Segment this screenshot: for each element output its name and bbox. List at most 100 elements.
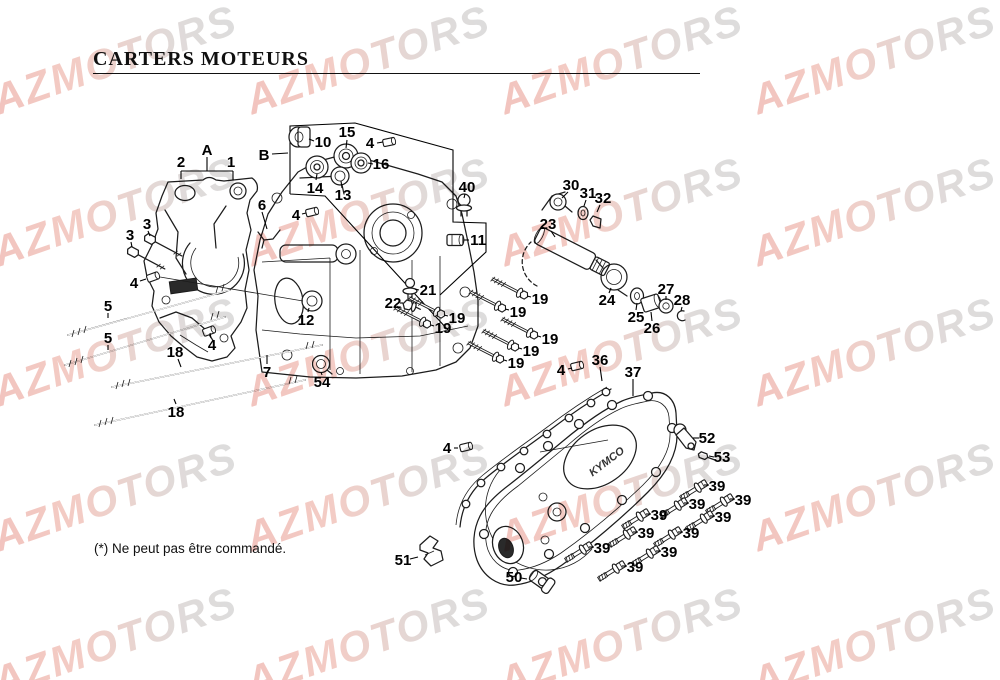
callout-leader-line bbox=[504, 308, 510, 311]
part-number-label: 32 bbox=[595, 190, 612, 207]
part-number-label: 39 bbox=[594, 540, 611, 557]
callout-leader-line bbox=[550, 230, 556, 238]
callout-leader-line bbox=[680, 306, 683, 312]
part-number-label: 19 bbox=[435, 320, 452, 337]
part-number-label: 19 bbox=[532, 291, 549, 308]
callout-leader-line bbox=[520, 577, 528, 580]
part-number-label: 6 bbox=[258, 197, 266, 214]
part-number-label: 27 bbox=[658, 281, 675, 298]
callout-leader-line bbox=[139, 278, 147, 282]
callout-leader-line bbox=[130, 241, 133, 248]
callout-leader-line bbox=[561, 191, 569, 199]
callout-leader-line bbox=[340, 180, 343, 189]
part-number-label: 13 bbox=[335, 187, 352, 204]
part-number-label: 23 bbox=[540, 216, 557, 233]
left-crankcase-drawing bbox=[143, 176, 259, 362]
part-number-label: 22 bbox=[385, 295, 402, 312]
callout-leader-line bbox=[376, 141, 384, 144]
callout-leader-line bbox=[271, 152, 289, 155]
callout-leader-line bbox=[608, 287, 612, 294]
callout-leader-line bbox=[635, 302, 638, 311]
right-crankcase-drawing bbox=[253, 155, 479, 379]
part-number-label: 10 bbox=[315, 134, 332, 151]
callout-leader-line bbox=[147, 230, 151, 237]
part-number-label: 31 bbox=[580, 185, 597, 202]
part-number-label: 39 bbox=[651, 507, 668, 524]
part-number-label: 39 bbox=[638, 525, 655, 542]
callout-leader-line bbox=[345, 139, 348, 149]
part-number-label: 19 bbox=[449, 310, 466, 327]
callout-leader-line bbox=[301, 212, 307, 215]
callout-leader-line bbox=[503, 359, 508, 362]
part-number-label: 39 bbox=[735, 492, 752, 509]
part-number-label: 1 bbox=[227, 154, 235, 171]
part-number-label: 11 bbox=[470, 232, 486, 249]
part-number-label: 39 bbox=[627, 559, 644, 576]
part-number-label: 5 bbox=[104, 298, 112, 315]
callout-leader-line bbox=[307, 307, 310, 313]
callout-leader-line bbox=[463, 193, 466, 199]
part-number-label: 18 bbox=[167, 344, 184, 361]
part-number-label: 4 bbox=[557, 362, 566, 379]
part-number-label: B bbox=[259, 147, 270, 164]
callout-leader-line bbox=[409, 556, 419, 560]
part-number-label: 7 bbox=[263, 364, 271, 381]
part-number-label: 39 bbox=[689, 496, 706, 513]
part-number-label: 24 bbox=[599, 292, 616, 309]
part-number-label: 52 bbox=[699, 430, 716, 447]
part-number-label: 50 bbox=[506, 569, 523, 586]
callout-leader-line bbox=[209, 332, 212, 339]
part-number-label: 51 bbox=[395, 552, 412, 569]
title-underline bbox=[93, 73, 700, 74]
callout-leader-line bbox=[518, 347, 523, 350]
callout-leader-line bbox=[173, 398, 177, 405]
bearing-group-drawing bbox=[288, 126, 397, 186]
part-number-label: 19 bbox=[542, 331, 559, 348]
part-number-label: 28 bbox=[674, 292, 691, 309]
part-number-label: 14 bbox=[307, 180, 324, 197]
transmission-cover-drawing: KYMCO bbox=[473, 390, 678, 586]
callout-leader-line bbox=[599, 366, 603, 382]
part-number-label: 26 bbox=[644, 320, 661, 337]
callout-leader-line bbox=[443, 314, 449, 317]
part-number-label: 2 bbox=[177, 154, 185, 171]
callout-leader-line bbox=[567, 367, 573, 370]
part-number-label: 4 bbox=[292, 207, 301, 224]
stud-bolts bbox=[64, 283, 323, 428]
part-number-label: 25 bbox=[628, 309, 645, 326]
part-number-label: 19 bbox=[523, 343, 540, 360]
part-number-label: 39 bbox=[709, 478, 726, 495]
footnote: (*) Ne peut pas être commandé. bbox=[94, 541, 287, 556]
part-number-label: 37 bbox=[625, 364, 642, 381]
part-number-label: 53 bbox=[714, 449, 731, 466]
part-number-label: 15 bbox=[339, 124, 356, 141]
part-number-label: 19 bbox=[510, 304, 527, 321]
callout-leader-line bbox=[526, 295, 532, 298]
callout-leader-line bbox=[537, 335, 542, 338]
callout-leader-line bbox=[308, 138, 315, 142]
part-number-label: 39 bbox=[683, 525, 700, 542]
callout-leader-line bbox=[650, 311, 653, 322]
page-title: CARTERS MOTEURS bbox=[93, 48, 309, 70]
callout-leader-line bbox=[708, 455, 715, 458]
cover-gasket-drawing bbox=[455, 386, 612, 528]
part-number-label: 54 bbox=[314, 374, 331, 391]
part-number-label: 18 bbox=[168, 404, 185, 421]
callout-leader-line bbox=[414, 288, 420, 291]
part-number-label: 39 bbox=[661, 544, 678, 561]
part-number-label: 5 bbox=[104, 330, 112, 347]
part-number-label: 40 bbox=[459, 179, 476, 196]
part-number-label: 21 bbox=[420, 282, 437, 299]
part-number-label: 36 bbox=[592, 352, 609, 369]
part-number-label: 39 bbox=[715, 509, 732, 526]
part-number-label: 4 bbox=[208, 337, 217, 354]
part-number-label: 16 bbox=[373, 156, 390, 173]
part-number-label: 30 bbox=[563, 177, 580, 194]
part-number-label: 4 bbox=[443, 440, 452, 457]
part-number-label: 3 bbox=[143, 216, 151, 233]
callout-leader-line bbox=[367, 162, 374, 165]
part-number-label: 12 bbox=[298, 312, 315, 329]
